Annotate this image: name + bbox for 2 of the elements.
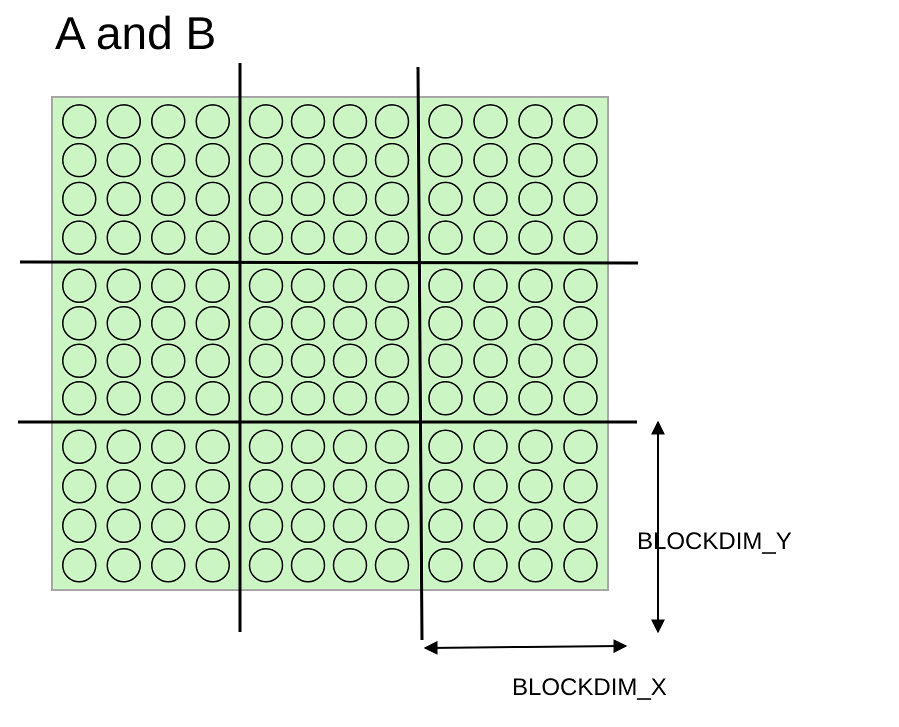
- dimension-label: BLOCKDIM_X: [512, 676, 667, 700]
- diagram-title: A and B: [55, 10, 216, 56]
